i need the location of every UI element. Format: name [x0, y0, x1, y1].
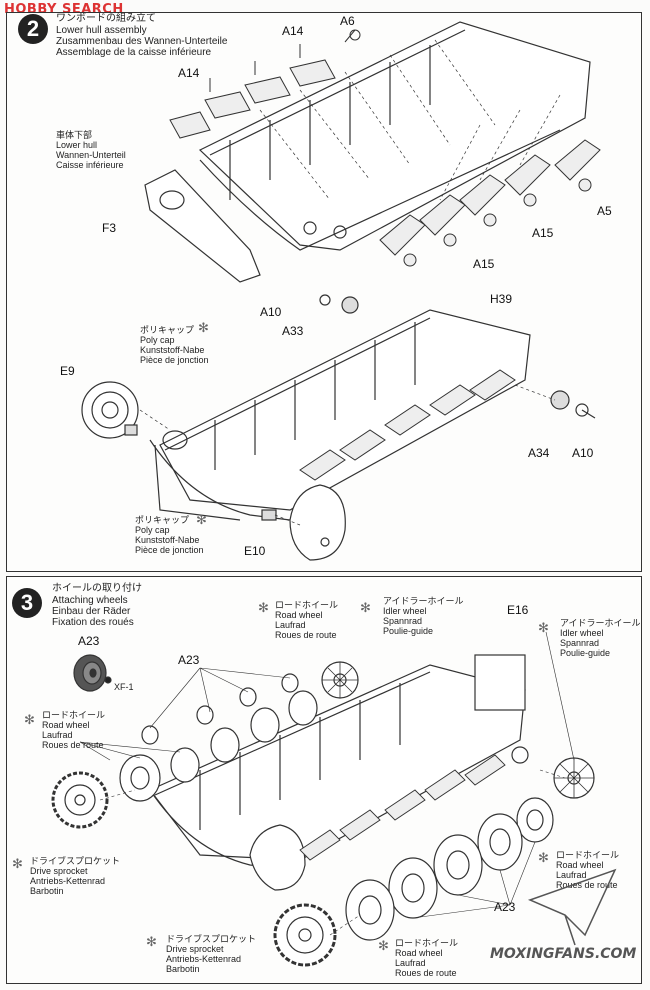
watermark-bottom: MOXINGFANS.COM: [490, 946, 637, 962]
lower-hull-callout-de: Wannen-Unterteil: [56, 150, 126, 160]
grease-icon: ✻: [146, 934, 157, 949]
road-wheel-right-jp: ロードホイール: [556, 850, 620, 860]
part-label-a14-top: A14: [282, 24, 304, 38]
road-wheel-right-de: Laufrad: [556, 870, 587, 880]
road-wheel-left-en: Road wheel: [42, 720, 90, 730]
step-2-number: 2: [18, 14, 48, 44]
road-wheel-left-fr: Roues de route: [42, 740, 104, 750]
part-label-a10-right: A10: [572, 446, 594, 460]
part-label-a6: A6: [340, 14, 355, 28]
part-label-a23-top: A23: [178, 653, 200, 667]
polycap-1-de: Kunststoff-Nabe: [140, 345, 205, 355]
step-2-title-jp: ワンボードの組み立て: [56, 13, 156, 24]
drive-sprocket-2-de: Antriebs-Kettenrad: [166, 954, 242, 964]
step-2-title-en: Lower hull assembly: [56, 25, 147, 36]
polycap-1-en: Poly cap: [140, 335, 175, 345]
polycap-1-fr: Pièce de jonction: [140, 355, 209, 365]
idler-2-fr: Poulie-guide: [560, 648, 611, 658]
part-label-f3: F3: [102, 221, 117, 235]
road-wheel-bottom-de: Laufrad: [395, 958, 426, 968]
road-wheel-top-jp: ロードホイール: [275, 600, 339, 610]
grease-icon: ✻: [24, 712, 35, 727]
paint-xf1-label: XF-1: [114, 682, 134, 692]
road-wheel-top-fr: Roues de route: [275, 630, 337, 640]
idler-1-fr: Poulie-guide: [383, 626, 434, 636]
part-label-a34: A34: [528, 446, 550, 460]
step-2-title-de: Zusammenbau des Wannen-Unterteile: [56, 36, 228, 47]
polycap-2-fr: Pièce de jonction: [135, 545, 204, 555]
step-3-title-jp: ホイールの取り付け: [52, 583, 142, 594]
road-wheel-top-en: Road wheel: [275, 610, 323, 620]
polycap-1-jp: ポリキャップ: [140, 325, 195, 335]
grease-icon: ✻: [360, 600, 371, 615]
lower-hull-callout-fr: Caisse inférieure: [56, 160, 124, 170]
polycap-2-de: Kunststoff-Nabe: [135, 535, 200, 545]
road-wheel-bottom-en: Road wheel: [395, 948, 443, 958]
idler-1-jp: アイドラーホイール: [383, 596, 464, 606]
drive-sprocket-2-jp: ドライブスプロケット: [166, 934, 257, 944]
drive-sprocket-1-jp: ドライブスプロケット: [30, 856, 121, 866]
drive-sprocket-2-en: Drive sprocket: [166, 944, 224, 954]
part-label-a33: A33: [282, 324, 304, 338]
drive-sprocket-1-de: Antriebs-Kettenrad: [30, 876, 106, 886]
idler-2-de: Spannrad: [560, 638, 600, 648]
road-wheel-bottom-fr: Roues de route: [395, 968, 457, 978]
drive-sprocket-2-fr: Barbotin: [166, 964, 200, 974]
idler-2-en: Idler wheel: [560, 628, 604, 638]
idler-2-jp: アイドラーホイール: [560, 618, 641, 628]
grease-icon: ✻: [196, 512, 207, 527]
drive-sprocket-1-en: Drive sprocket: [30, 866, 88, 876]
step-3-title-de: Einbau der Räder: [52, 606, 131, 617]
part-label-a5: A5: [597, 204, 612, 218]
grease-icon: ✻: [378, 938, 389, 953]
part-label-a23-icon: A23: [78, 634, 100, 648]
grease-icon: ✻: [538, 850, 549, 865]
step-3-title-fr: Fixation des roués: [52, 617, 134, 628]
lower-hull-callout-en: Lower hull: [56, 140, 98, 150]
part-label-a15-low: A15: [473, 257, 495, 271]
grease-icon: ✻: [198, 320, 209, 335]
road-wheel-left-jp: ロードホイール: [42, 710, 106, 720]
part-label-a10-top: A10: [260, 305, 282, 319]
road-wheel-bottom-jp: ロードホイール: [395, 938, 459, 948]
road-wheel-right-en: Road wheel: [556, 860, 604, 870]
grease-icon: ✻: [258, 600, 269, 615]
grease-icon: ✻: [12, 856, 23, 871]
part-label-a14-left: A14: [178, 66, 200, 80]
idler-1-de: Spannrad: [383, 616, 423, 626]
road-wheel-right-fr: Roues de route: [556, 880, 618, 890]
part-label-h39: H39: [490, 292, 513, 306]
step-2-title-fr: Assemblage de la caisse inférieure: [56, 47, 212, 58]
part-label-e16: E16: [507, 603, 529, 617]
part-label-e9: E9: [60, 364, 75, 378]
step-3-number: 3: [12, 588, 42, 618]
step-3-title-en: Attaching wheels: [52, 595, 128, 606]
polycap-2-en: Poly cap: [135, 525, 170, 535]
road-wheel-left-de: Laufrad: [42, 730, 73, 740]
grease-icon: ✻: [538, 620, 549, 635]
part-label-a23-bottom: A23: [494, 900, 516, 914]
lower-hull-callout-jp: 車体下部: [56, 130, 93, 140]
part-label-e10: E10: [244, 544, 266, 558]
drive-sprocket-1-fr: Barbotin: [30, 886, 64, 896]
road-wheel-top-de: Laufrad: [275, 620, 306, 630]
polycap-2-jp: ポリキャップ: [135, 515, 190, 525]
idler-1-en: Idler wheel: [383, 606, 427, 616]
part-label-a15-mid: A15: [532, 226, 554, 240]
